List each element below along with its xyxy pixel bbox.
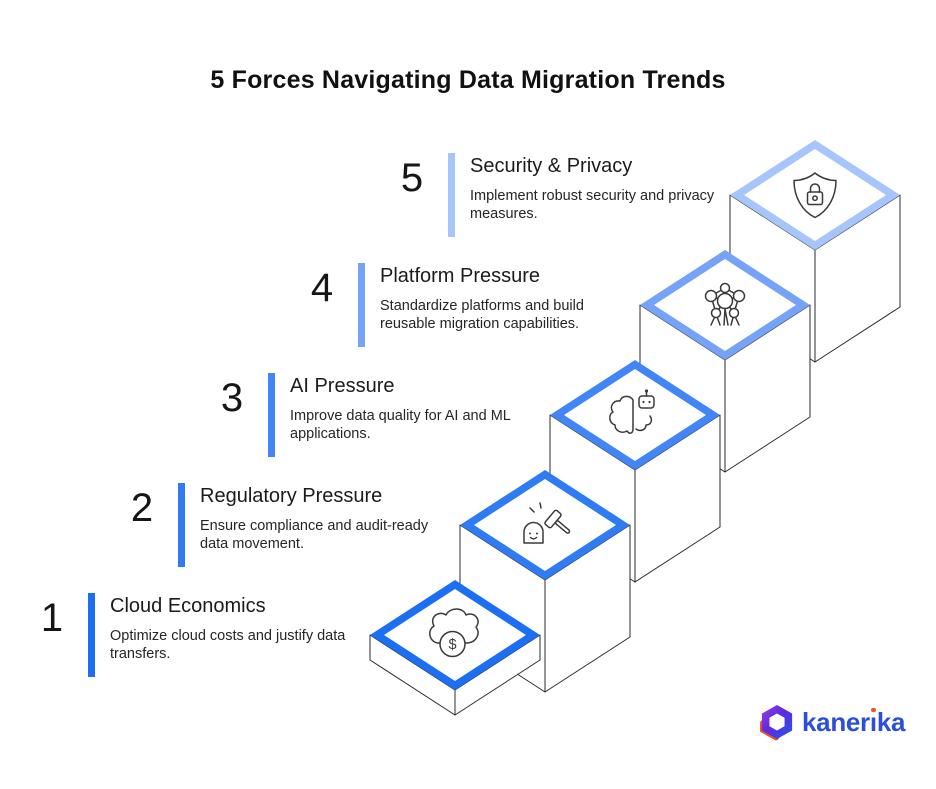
cloud-dollar-icon: $ [429, 608, 479, 658]
force-2-accent-bar [178, 483, 185, 567]
page-title: 5 Forces Navigating Data Migration Trend… [210, 66, 726, 94]
force-2-title: Regulatory Pressure [200, 485, 383, 507]
force-4-number: 4 [310, 266, 334, 310]
step-1: $ [369, 580, 541, 716]
force-5-accent-bar [448, 153, 455, 237]
force-3-title: AI Pressure [290, 375, 395, 397]
force-item-5: 5 Security & Privacy Implement robust se… [390, 153, 715, 237]
force-3-description: Improve data quality for AI and ML appli… [290, 408, 511, 442]
step-1-left-wall [369, 634, 456, 716]
force-5-title: Security & Privacy [470, 155, 633, 177]
force-1-title: Cloud Economics [110, 595, 266, 617]
force-3-number: 3 [220, 376, 244, 420]
shield-lock-icon [793, 172, 837, 219]
force-2-description: Ensure compliance and audit-ready data m… [200, 518, 429, 552]
step-5-tile [744, 149, 886, 241]
force-item-4: 4 Platform Pressure Standardize platform… [300, 263, 625, 347]
force-5-description: Implement robust security and privacy me… [470, 188, 715, 222]
force-2-number: 2 [130, 486, 154, 530]
kanerika-cube-icon [760, 705, 793, 741]
logo-i-dot [871, 707, 876, 712]
force-1-number: 1 [40, 596, 64, 640]
force-4-accent-bar [358, 263, 365, 347]
force-4-title: Platform Pressure [380, 265, 541, 287]
force-item-1: 1 Cloud Economics Optimize cloud costs a… [30, 593, 355, 677]
step-3-tile [564, 369, 706, 461]
force-3-accent-bar [268, 373, 275, 457]
force-1-accent-bar [88, 593, 95, 677]
force-4-description: Standardize platforms and build reusable… [380, 298, 584, 332]
ai-brain-icon [609, 389, 655, 434]
step-5 [729, 140, 901, 363]
svg-text:$: $ [448, 637, 456, 653]
gavel-compliance-icon [523, 502, 571, 544]
people-network-icon [704, 282, 746, 326]
force-item-3: 3 AI Pressure Improve data quality for A… [210, 373, 535, 457]
force-5-number: 5 [400, 156, 424, 200]
force-1-description: Optimize cloud costs and justify data tr… [110, 628, 346, 662]
force-item-2: 2 Regulatory Pressure Ensure compliance … [120, 483, 445, 567]
